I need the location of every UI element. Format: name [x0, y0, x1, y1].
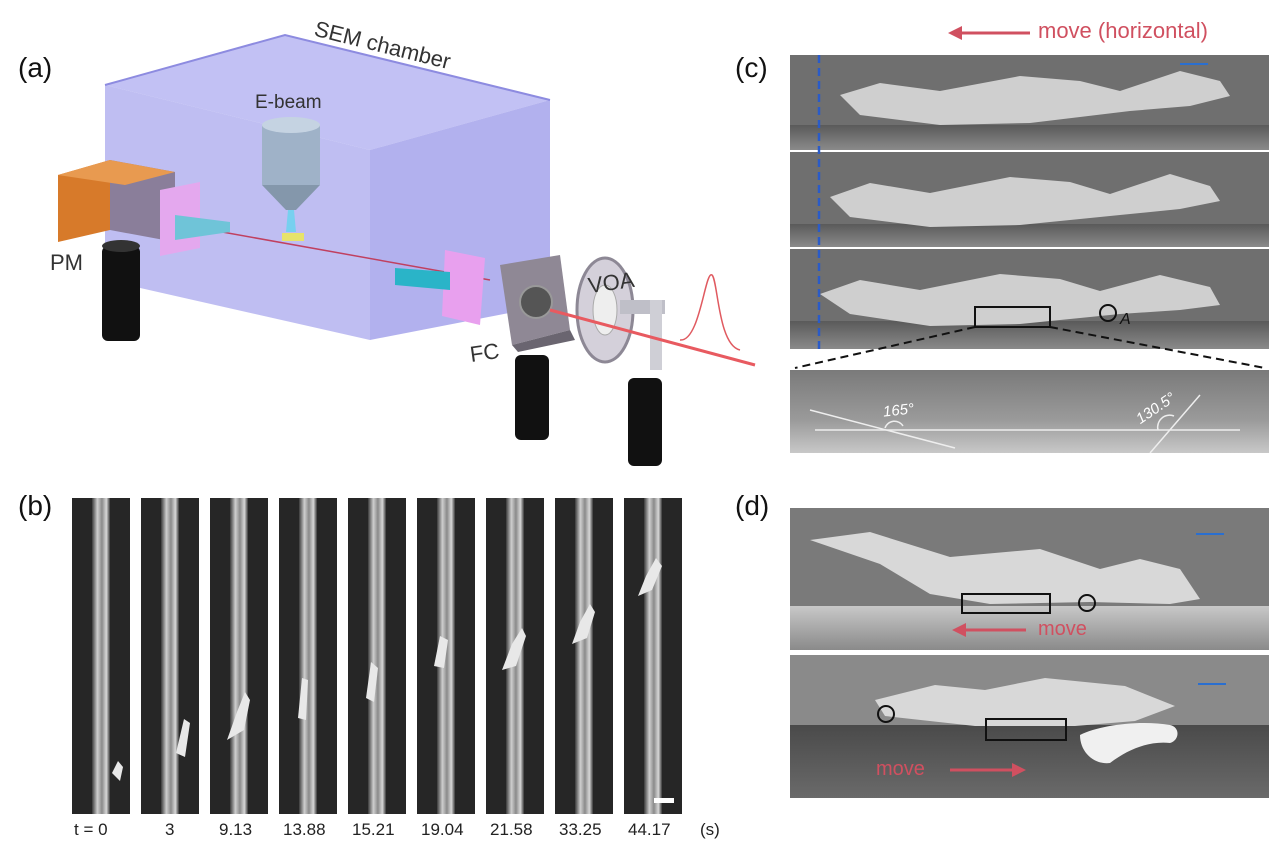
panel-a-label: (a) [18, 52, 53, 83]
panel-d-label: (d) [735, 490, 770, 521]
time-label-0: t = 0 [74, 820, 108, 839]
time-label: 33.25 [559, 820, 602, 839]
move-label-top: move [1038, 618, 1087, 640]
sem-frame-2 [790, 152, 1269, 247]
fc-label: FC [468, 338, 501, 367]
setup-schematic [58, 33, 756, 466]
laser-beam [549, 308, 756, 367]
frame-strip [417, 498, 475, 814]
frame-strip [72, 498, 130, 814]
sem-frame-d2: move [790, 655, 1269, 798]
sem-frame-d1: move [790, 508, 1269, 650]
frame-strip [141, 498, 199, 814]
contact-marker [1078, 594, 1096, 612]
pm-label: PM [50, 250, 83, 275]
contact-marker [877, 705, 895, 723]
panel-c-label: (c) [735, 52, 768, 83]
zoom-detail: 165° 130.5° [790, 370, 1269, 453]
sample [282, 233, 304, 241]
point-a-marker [1099, 304, 1117, 322]
zoom-guide-lines [794, 326, 1266, 369]
zoom-box [985, 718, 1067, 741]
ebeam-label: E-beam [255, 92, 322, 113]
reference-dash-line [817, 55, 821, 349]
time-label: 3 [165, 820, 175, 839]
time-label: 21.58 [490, 820, 533, 839]
voa-post [628, 378, 662, 466]
move-horizontal-label: move (horizontal) [1038, 18, 1208, 43]
zoom-box [974, 306, 1051, 328]
move-label-bottom: move [876, 758, 925, 780]
ebeam-column [262, 125, 320, 185]
panel-b-label: (b) [18, 490, 53, 521]
pulse-shape [679, 274, 741, 351]
time-label: 9.13 [219, 820, 253, 839]
angle-left-label: 165° [882, 400, 915, 421]
time-unit: (s) [700, 820, 720, 839]
chamber-top [105, 35, 550, 150]
frame-strip [348, 498, 406, 814]
time-label: 44.17 [628, 820, 671, 839]
time-label: 15.21 [352, 820, 395, 839]
scale-bar [654, 798, 674, 803]
move-arrow-left [948, 26, 1030, 40]
frame-strip [555, 498, 613, 814]
point-a-label: A [1120, 311, 1131, 328]
sem-frame-3: A [790, 249, 1269, 349]
frame-strip [279, 498, 337, 814]
time-label: 19.04 [421, 820, 464, 839]
zoom-box [961, 593, 1051, 614]
particle-overlay [112, 558, 662, 781]
fc-post [515, 355, 549, 440]
time-label: 13.88 [283, 820, 326, 839]
sem-frame-1 [790, 55, 1269, 150]
pm-post [102, 246, 140, 341]
